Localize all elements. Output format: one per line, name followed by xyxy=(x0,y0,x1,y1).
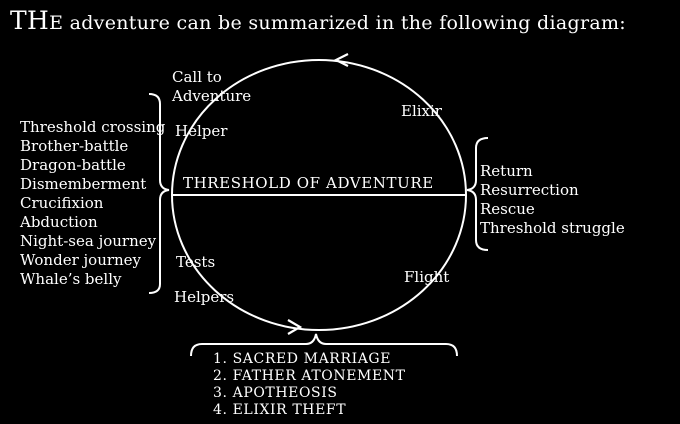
right-list: Return Resurrection Rescue Threshold str… xyxy=(480,162,625,238)
left-list-item: Dragon-battle xyxy=(20,156,126,174)
left-list-item: Whale’s belly xyxy=(20,270,122,288)
top-arrow xyxy=(333,53,349,67)
left-list-item: Crucifixion xyxy=(20,194,104,212)
right-list-item: Threshold struggle xyxy=(480,219,625,237)
stage-item: 3. APOTHEOSIS xyxy=(213,385,338,401)
threshold-of-adventure-label: THRESHOLD OF ADVENTURE xyxy=(183,174,434,192)
helper-label: Helper xyxy=(175,122,228,140)
left-list-item: Abduction xyxy=(20,213,98,231)
left-list: Threshold crossing Brother-battle Dragon… xyxy=(20,118,165,289)
diagram-heading: THE adventure can be summarized in the f… xyxy=(10,8,626,33)
call-to-adventure-line-2: Adventure xyxy=(172,87,252,105)
call-to-adventure-line-1: Call to xyxy=(172,68,222,86)
bottom-arrow xyxy=(287,319,303,335)
elixir-label: Elixir xyxy=(401,102,442,120)
left-brace xyxy=(148,93,170,294)
heading-rest: E adventure can be summarized in the fol… xyxy=(49,12,626,34)
flight-label: Flight xyxy=(404,268,450,286)
left-list-item: Dismemberment xyxy=(20,175,147,193)
left-list-item: Threshold crossing xyxy=(20,118,166,136)
right-list-item: Rescue xyxy=(480,200,535,218)
right-brace xyxy=(466,137,489,251)
stage-item: 4. ELIXIR THEFT xyxy=(213,402,347,418)
tests-label: Tests xyxy=(176,253,216,271)
left-list-item: Wonder journey xyxy=(20,251,142,269)
bottom-brace xyxy=(190,333,458,357)
call-to-adventure-label: Call to Adventure xyxy=(172,68,251,106)
stage-item: 2. FATHER ATONEMENT xyxy=(213,368,406,384)
heading-first-letters: TH xyxy=(10,6,50,35)
left-list-item: Brother-battle xyxy=(20,137,129,155)
right-list-item: Return xyxy=(480,162,533,180)
bottom-stages-list: 1. SACRED MARRIAGE 2. FATHER ATONEMENT 3… xyxy=(213,351,406,419)
stage-item: 1. SACRED MARRIAGE xyxy=(213,351,392,367)
right-list-item: Resurrection xyxy=(480,181,579,199)
left-list-item: Night-sea journey xyxy=(20,232,157,250)
helpers-label: Helpers xyxy=(174,288,235,306)
